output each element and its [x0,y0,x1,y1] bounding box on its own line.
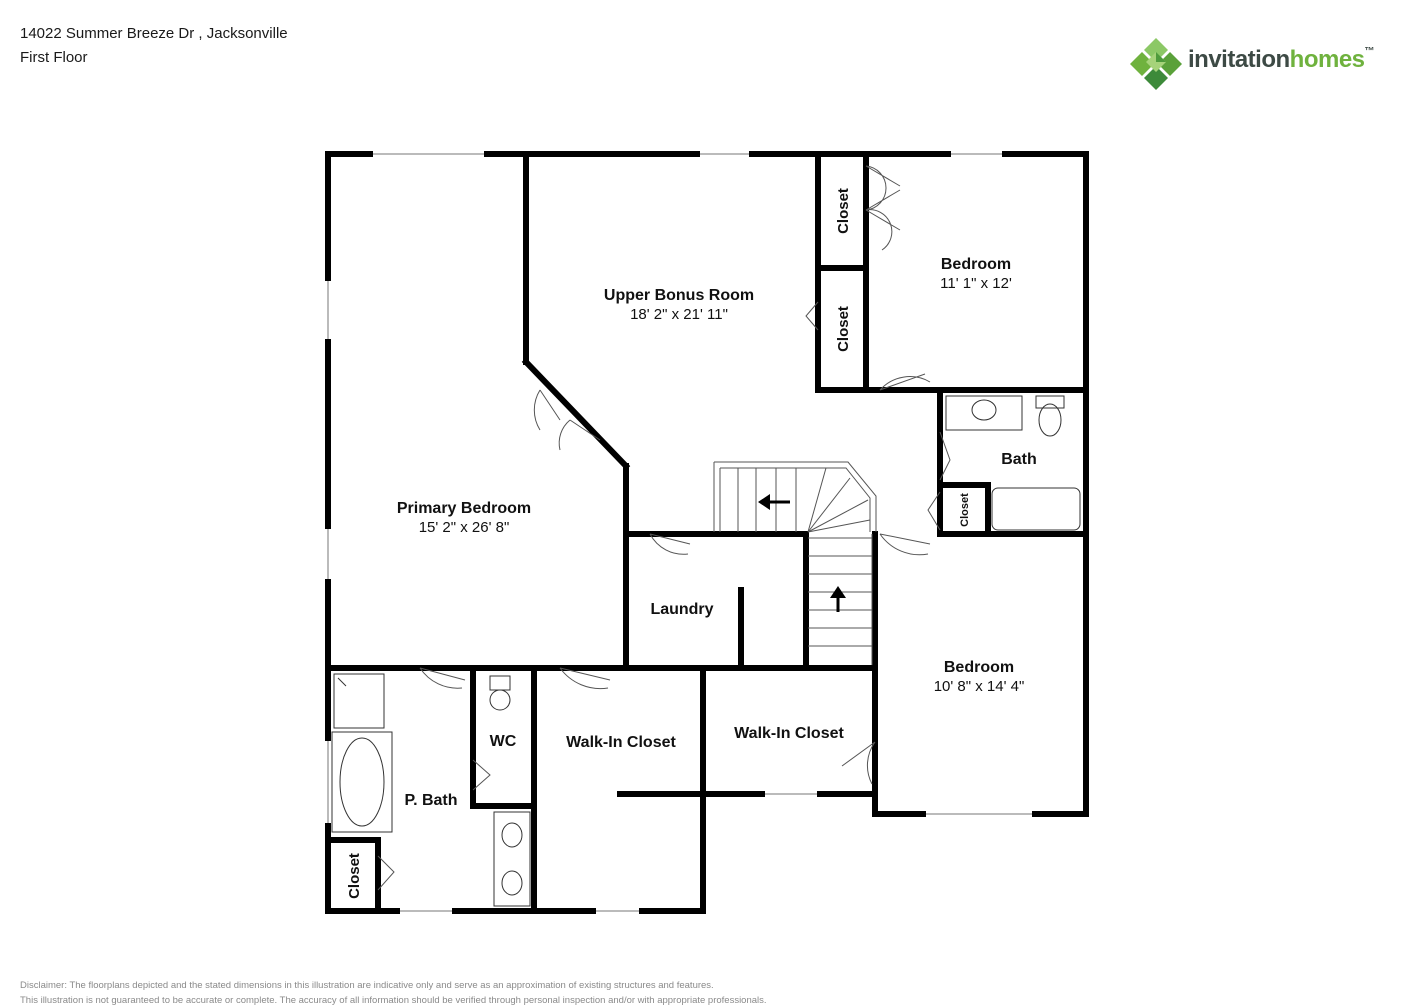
brand-name-part2: homes [1289,46,1365,73]
brand-name-part1: invitation [1188,46,1290,73]
disclaimer-line-1: Disclaimer: The floorplans depicted and … [20,980,714,991]
walk-in-closet-2-name: Walk-In Closet [734,725,844,742]
primary-bedroom-name: Primary Bedroom [397,500,531,517]
primary-bedroom-dims: 15' 2" x 26' 8" [419,519,510,536]
brand-logo: invitationhomes™ [1128,36,1388,92]
bedroom-1-dims: 11' 1" x 12' [940,275,1012,292]
doors [377,165,951,891]
vanity-fixture [493,811,531,907]
bathtub-fixture [331,731,393,833]
bath-sink-fixture [945,395,1023,431]
bath-name: Bath [1001,451,1037,468]
arrow-left-icon [758,494,770,510]
bath-tub-fixture [991,487,1081,531]
staircase [713,461,877,665]
property-address: 14022 Summer Breeze Dr , Jacksonville [20,25,288,42]
closet-3-name: Closet [959,493,971,527]
header: 14022 Summer Breeze Dr , Jacksonville Fi… [20,22,288,70]
upper-bonus-room-name: Upper Bonus Room [604,287,754,304]
walls [325,151,1089,914]
floor-label: First Floor [20,49,88,66]
closet-4-name: Closet [346,853,363,899]
bedroom-2-dims: 10' 8" x 14' 4" [934,678,1025,695]
arrow-up-icon [830,586,846,598]
walk-in-closet-1-name: Walk-In Closet [566,734,676,751]
stair-arrows [758,494,846,612]
p-bath-name: P. Bath [404,792,457,809]
wc-name: WC [490,733,517,750]
upper-bonus-room-dims: 18' 2" x 21' 11" [630,306,728,323]
disclaimer: Disclaimer: The floorplans depicted and … [20,978,767,1008]
diamond-cluster-logo-icon [1130,38,1182,90]
bedroom-2-name: Bedroom [944,659,1014,676]
room-labels: Upper Bonus Room 18' 2" x 21' 11" Bedroo… [346,188,1037,899]
toilet-fixture [489,689,511,711]
laundry-name: Laundry [650,601,713,618]
shower-fixture [333,673,385,729]
bedroom-1-name: Bedroom [941,256,1011,273]
brand-wordmark: invitationhomes™ [1188,46,1375,73]
bath-toilet-fixture [1038,403,1062,437]
fixtures [331,395,1081,907]
disclaimer-line-2: This illustration is not guaranteed to b… [20,995,767,1006]
windows [327,153,1035,912]
closet-1-name: Closet [835,188,852,234]
closet-2-name: Closet [835,306,852,352]
